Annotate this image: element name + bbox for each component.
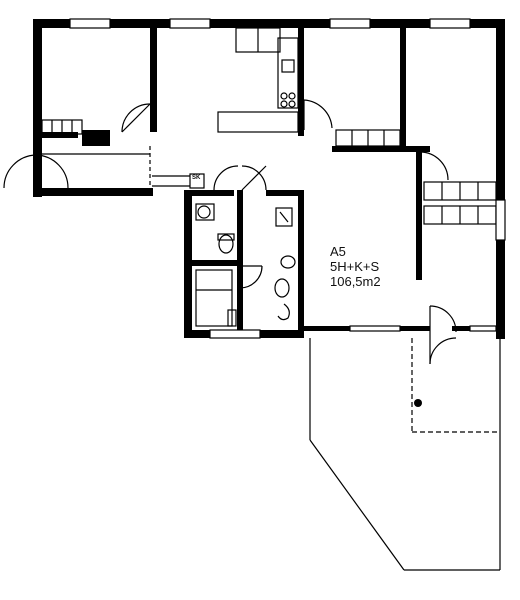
wall-bedroom3-left bbox=[416, 150, 422, 280]
kitchen-island bbox=[217, 111, 299, 133]
walls bbox=[33, 19, 505, 339]
wardrobe-bedroom2 bbox=[335, 129, 401, 147]
washbasin-bath bbox=[280, 255, 296, 269]
balcony bbox=[309, 338, 501, 571]
door-bedroom1 bbox=[121, 103, 151, 133]
door-balcony bbox=[429, 305, 457, 365]
wall-bath-top-a bbox=[184, 190, 234, 196]
door-bedroom2 bbox=[303, 99, 333, 130]
wall-bedroom2-right bbox=[400, 28, 406, 146]
outer-wall-left bbox=[33, 19, 42, 197]
sauna-bench bbox=[195, 269, 233, 327]
stove-ring-4 bbox=[288, 100, 296, 108]
sink-kitchen bbox=[281, 59, 295, 73]
toilet-wc-tank bbox=[217, 233, 235, 241]
apartment-area: 106,5m2 bbox=[330, 274, 381, 289]
thin-lines bbox=[3, 18, 506, 571]
wall-bedroom1-right bbox=[150, 28, 157, 132]
outer-wall-bottom-left bbox=[33, 188, 153, 196]
balcony-drain bbox=[414, 399, 422, 407]
outer-wall-top bbox=[33, 19, 503, 28]
toilet-bath bbox=[274, 278, 290, 298]
stove-ring-2 bbox=[288, 92, 296, 100]
shower-head bbox=[277, 303, 290, 321]
wall-sauna-top bbox=[192, 260, 240, 266]
sauna-heater-box bbox=[189, 173, 205, 189]
wall-bath-left bbox=[184, 190, 192, 338]
stove-ring-1 bbox=[280, 92, 288, 100]
wall-bath-top-b bbox=[266, 190, 304, 196]
sauna-mark: SK bbox=[192, 175, 201, 181]
kitchen-counter bbox=[277, 37, 299, 109]
room-configuration: 5H+K+S bbox=[330, 259, 380, 274]
closet-block bbox=[82, 130, 110, 146]
stove-ring-3 bbox=[280, 100, 288, 108]
shower-panel bbox=[275, 207, 293, 227]
washbasin-wc-frame bbox=[195, 203, 215, 221]
washbasin-wc bbox=[197, 205, 211, 219]
sauna-heater bbox=[227, 309, 237, 327]
wall-kitchen-right bbox=[298, 28, 304, 136]
wardrobe-bedroom1 bbox=[41, 119, 83, 135]
toilet-wc bbox=[218, 234, 234, 254]
door-sauna bbox=[239, 265, 263, 289]
wall-bedroom2-bottom bbox=[332, 146, 430, 152]
outer-wall-right bbox=[496, 19, 505, 339]
wardrobe-bedroom3 bbox=[423, 181, 497, 225]
door-bathroom bbox=[213, 165, 267, 191]
door-bedroom3 bbox=[419, 151, 449, 181]
door-entrance bbox=[3, 154, 69, 189]
wall-bath-right bbox=[298, 190, 304, 332]
wall-bedroom1-bottom bbox=[42, 132, 78, 138]
apartment-code: A5 bbox=[330, 244, 346, 259]
windows bbox=[69, 18, 506, 339]
